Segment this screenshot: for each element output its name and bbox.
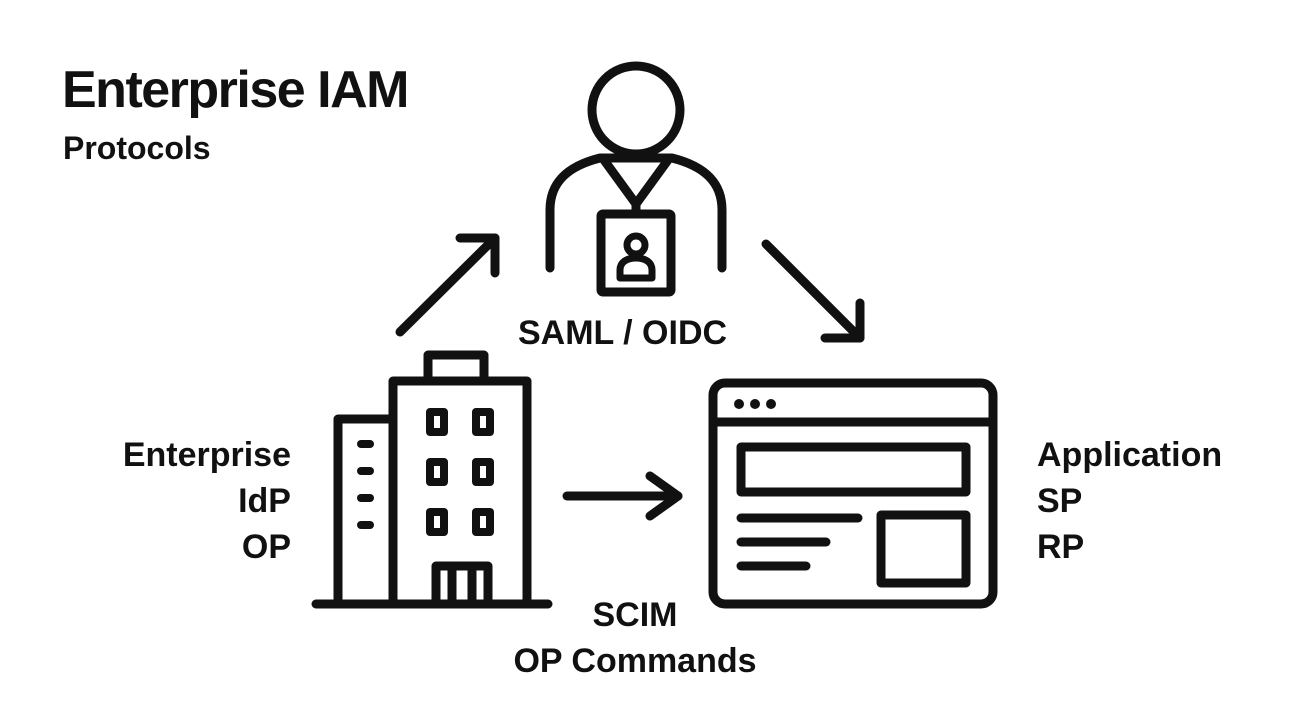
rp-label: RP bbox=[1037, 528, 1085, 566]
sp-label: SP bbox=[1037, 482, 1083, 520]
arrow-user-to-application bbox=[766, 244, 860, 338]
user-with-badge-icon bbox=[550, 66, 722, 292]
enterprise-label: Enterprise bbox=[122, 436, 291, 474]
diagram-title: Enterprise IAM bbox=[62, 61, 409, 119]
application-label: Application bbox=[1037, 436, 1223, 474]
browser-window-dots bbox=[734, 399, 776, 409]
application-labels: Application SP RP bbox=[1037, 432, 1222, 570]
enterprise-labels: Enterprise IdP OP bbox=[123, 432, 291, 570]
diagram-subtitle: Protocols bbox=[63, 130, 211, 166]
arrow-enterprise-to-user bbox=[400, 238, 495, 332]
saml-oidc-label: SAML / OIDC bbox=[518, 314, 728, 352]
office-building-icon bbox=[316, 355, 548, 604]
scim-label: SCIM bbox=[592, 596, 678, 634]
arrow-enterprise-to-application bbox=[567, 476, 678, 516]
op-label: OP bbox=[241, 528, 291, 566]
browser-window-icon bbox=[713, 383, 993, 604]
op-commands-label: OP Commands bbox=[513, 642, 757, 680]
idp-label: IdP bbox=[238, 482, 291, 520]
scim-labels: SCIM OP Commands bbox=[500, 592, 770, 684]
